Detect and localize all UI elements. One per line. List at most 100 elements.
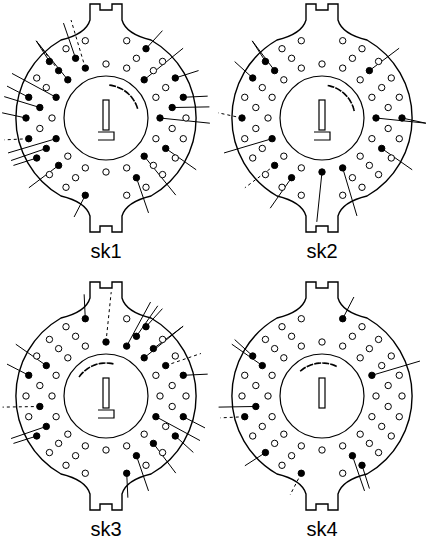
socket-pin bbox=[366, 67, 372, 73]
socket-pin bbox=[242, 372, 248, 378]
socket-pin bbox=[288, 55, 294, 61]
socket-pin bbox=[242, 414, 248, 420]
socket-pin bbox=[23, 115, 29, 121]
socket-pin bbox=[366, 345, 372, 351]
socket-pin bbox=[281, 77, 287, 83]
socket-pin bbox=[123, 65, 129, 71]
socket-pin bbox=[82, 165, 88, 171]
socket-pin bbox=[359, 184, 365, 190]
socket-pin bbox=[339, 343, 345, 349]
socket-pin bbox=[399, 393, 405, 399]
lead-wire bbox=[63, 23, 75, 58]
socket-pin bbox=[23, 393, 29, 399]
socket-pin bbox=[319, 339, 325, 345]
socket-pin bbox=[82, 443, 88, 449]
socket-pin bbox=[385, 125, 391, 131]
socket-pin bbox=[55, 345, 61, 351]
socket-pin bbox=[82, 65, 88, 71]
socket-pin bbox=[43, 145, 49, 151]
socket-pin bbox=[366, 440, 372, 446]
socket-pin bbox=[298, 443, 304, 449]
lead-wire bbox=[127, 302, 151, 346]
socket-pin bbox=[319, 447, 325, 453]
tube-socket bbox=[2, 4, 210, 232]
lead-wire bbox=[136, 456, 148, 491]
socket-pin bbox=[124, 470, 130, 476]
socket-pin bbox=[340, 192, 346, 198]
socket-pin bbox=[396, 136, 402, 142]
socket-pin bbox=[123, 343, 129, 349]
socket-pin bbox=[124, 316, 130, 322]
socket-pin bbox=[72, 174, 78, 180]
socket-pin bbox=[183, 393, 189, 399]
lead-wire bbox=[12, 73, 56, 97]
socket-pin bbox=[265, 393, 271, 399]
socket-pin bbox=[262, 336, 268, 342]
socket-pin bbox=[150, 162, 156, 168]
socket-pin bbox=[63, 184, 69, 190]
socket-pin bbox=[43, 84, 49, 90]
socket-label: sk3 bbox=[66, 518, 146, 540]
socket-pin bbox=[265, 115, 271, 121]
socket-pin bbox=[65, 431, 71, 437]
socket-pin bbox=[396, 372, 402, 378]
socket-pin bbox=[143, 324, 149, 330]
socket-pin bbox=[298, 38, 304, 44]
socket-pin bbox=[253, 104, 259, 110]
key-bracket bbox=[98, 410, 114, 418]
socket-pin bbox=[150, 345, 156, 351]
socket-pin bbox=[319, 61, 325, 67]
socket-pin bbox=[271, 67, 277, 73]
socket-pin bbox=[288, 174, 294, 180]
socket-pin bbox=[271, 440, 277, 446]
socket-pin bbox=[281, 153, 287, 159]
socket-pin bbox=[388, 75, 394, 81]
socket-pin bbox=[141, 355, 147, 361]
socket-outline bbox=[16, 4, 196, 232]
socket-pin bbox=[271, 345, 277, 351]
socket-pin bbox=[34, 75, 40, 81]
socket-pin bbox=[103, 169, 109, 175]
socket-pin bbox=[375, 171, 381, 177]
socket-pin bbox=[26, 414, 32, 420]
socket-pin bbox=[259, 362, 265, 368]
socket-outline bbox=[232, 4, 412, 232]
socket-pin bbox=[388, 155, 394, 161]
socket-pin bbox=[159, 449, 165, 455]
socket-pin bbox=[65, 355, 71, 361]
key-slot bbox=[319, 378, 325, 408]
lead-wire bbox=[136, 178, 148, 213]
socket-pin bbox=[55, 67, 61, 73]
socket-pin bbox=[53, 413, 59, 419]
socket-pin bbox=[279, 324, 285, 330]
socket-pin bbox=[281, 431, 287, 437]
socket-pin bbox=[26, 94, 32, 100]
socket-pin bbox=[49, 115, 55, 121]
socket-pin bbox=[239, 115, 245, 121]
socket-pin bbox=[143, 184, 149, 190]
socket-pin bbox=[72, 55, 78, 61]
socket-pin bbox=[349, 333, 355, 339]
inner-link bbox=[328, 85, 355, 111]
socket-pin bbox=[388, 433, 394, 439]
socket-pin bbox=[153, 94, 159, 100]
socket-pin bbox=[43, 362, 49, 368]
key-bracket bbox=[314, 132, 330, 140]
key-slot bbox=[103, 378, 109, 408]
socket-pin bbox=[37, 382, 43, 388]
lead-wire bbox=[136, 306, 157, 336]
socket-pin bbox=[373, 115, 379, 121]
lead-wire bbox=[343, 168, 357, 216]
lead-wire bbox=[3, 406, 40, 408]
socket-pin bbox=[253, 403, 259, 409]
socket-pin bbox=[65, 77, 71, 83]
socket-pin bbox=[349, 452, 355, 458]
lead-wire bbox=[156, 417, 200, 441]
socket-pin bbox=[349, 174, 355, 180]
tube-socket bbox=[218, 4, 426, 232]
socket-pin bbox=[319, 169, 325, 175]
socket-pin bbox=[65, 153, 71, 159]
socket-pin bbox=[281, 355, 287, 361]
socket-pin bbox=[369, 135, 375, 141]
socket-pin bbox=[298, 343, 304, 349]
